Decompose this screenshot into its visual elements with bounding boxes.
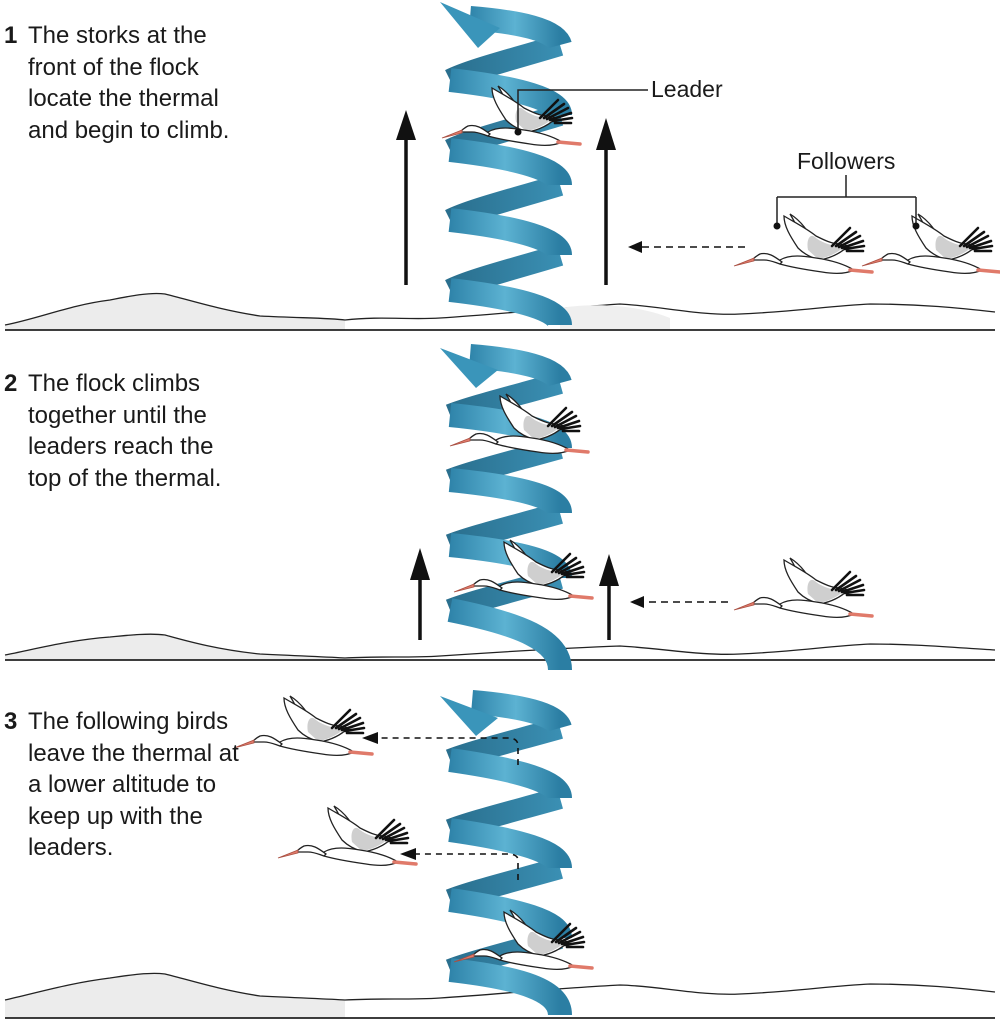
step-text: The storks at the front of the flock loc…	[28, 22, 230, 144]
terrain-icon	[4, 633, 996, 661]
thermal-spiral-icon	[440, 2, 572, 329]
thermal-spiral-icon	[440, 690, 572, 1017]
updraft-arrow-icon	[599, 554, 619, 640]
follower-marker	[773, 222, 781, 230]
step-2-caption: 2 The flock climbs together until the le…	[4, 368, 244, 494]
stork-icon	[732, 556, 874, 620]
flight-path-arrow-head	[400, 848, 416, 860]
leader-marker	[514, 128, 522, 136]
panel-1-artwork	[4, 2, 1000, 331]
step-1-caption: 1 The storks at the front of the flock l…	[4, 20, 244, 146]
stork-icon	[232, 694, 374, 758]
flight-path-arrow-icon	[376, 737, 519, 765]
terrain-icon	[4, 292, 996, 331]
step-number: 2	[4, 370, 18, 397]
updraft-arrow-icon	[410, 548, 430, 640]
terrain-icon	[4, 972, 996, 1019]
follower-marker	[912, 222, 920, 230]
flight-path-arrow-icon	[628, 241, 745, 253]
step-text: The flock climbs together until the lead…	[28, 370, 222, 492]
flight-path-arrow-icon	[414, 853, 519, 880]
updraft-arrow-icon	[596, 118, 616, 285]
step-3-caption: 3 The following birds leave the thermal …	[4, 706, 244, 864]
flight-path-arrow-head	[362, 732, 378, 744]
thermal-spiral-icon	[440, 344, 572, 672]
updraft-arrow-icon	[396, 110, 416, 285]
panel-step-1: 1 The storks at the front of the flock l…	[0, 0, 1000, 340]
panel-3-artwork	[4, 690, 996, 1019]
stork-icon	[860, 212, 1000, 276]
panel-2-artwork	[4, 344, 996, 672]
leader-callout-line	[517, 89, 648, 132]
leader-label: Leader	[651, 76, 723, 102]
step-text: The following birds leave the thermal at…	[28, 708, 239, 861]
step-number: 1	[4, 22, 18, 49]
flight-path-arrow-icon	[630, 596, 728, 608]
step-number: 3	[4, 708, 18, 735]
stork-icon	[276, 804, 418, 868]
followers-bracket	[776, 175, 917, 226]
panel-step-3: 3 The following birds leave the thermal …	[0, 680, 1000, 1025]
followers-label: Followers	[797, 148, 896, 174]
stork-icon	[732, 212, 874, 276]
panel-step-2: 2 The flock climbs together until the le…	[0, 340, 1000, 680]
